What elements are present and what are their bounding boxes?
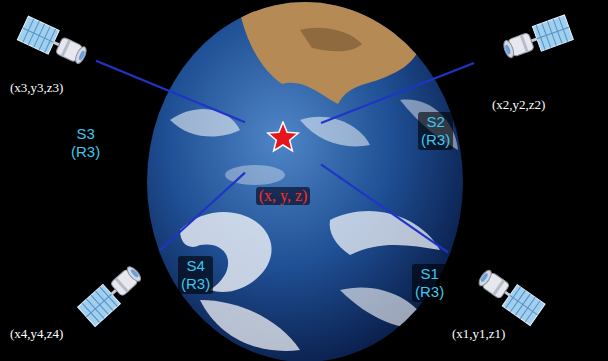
coordinate-label: (x2,y2,z2) <box>492 97 545 113</box>
earth-surface <box>170 0 458 351</box>
satellite-icon <box>78 262 146 327</box>
satellite-icon <box>501 15 574 63</box>
satellite-icon <box>474 265 545 325</box>
star-symbol <box>266 121 300 155</box>
satellite-icon <box>17 16 90 68</box>
signal-line <box>160 173 245 250</box>
cloud <box>200 300 300 351</box>
satellite: (x1,y1,z1) <box>448 252 554 348</box>
range-label: S1 (R3) <box>412 264 447 302</box>
satellite: (x4,y4,z4) <box>4 250 164 348</box>
cloud <box>400 100 458 150</box>
range-label: S3 (R3) <box>68 124 103 162</box>
range-label: S2 (R3) <box>418 112 453 150</box>
receiver-star: (x, y, z) <box>245 121 321 207</box>
cloud <box>170 109 240 136</box>
cloud <box>300 117 370 147</box>
signal-line <box>321 164 448 252</box>
signal-line <box>96 61 245 123</box>
continent <box>300 28 362 52</box>
continent <box>238 0 421 104</box>
satellite: (x3,y3,z3) <box>4 2 96 100</box>
satellite: (x2,y2,z2) <box>474 2 602 117</box>
coordinate-label: (x3,y3,z3) <box>10 80 63 96</box>
coordinate-label: (x4,y4,z4) <box>10 326 63 342</box>
star-symbol <box>268 122 298 151</box>
range-label: S4 (R3) <box>178 256 213 294</box>
coordinate-label: (x1,y1,z1) <box>452 326 505 342</box>
cloud <box>330 211 440 255</box>
position-label: (x, y, z) <box>256 187 311 205</box>
